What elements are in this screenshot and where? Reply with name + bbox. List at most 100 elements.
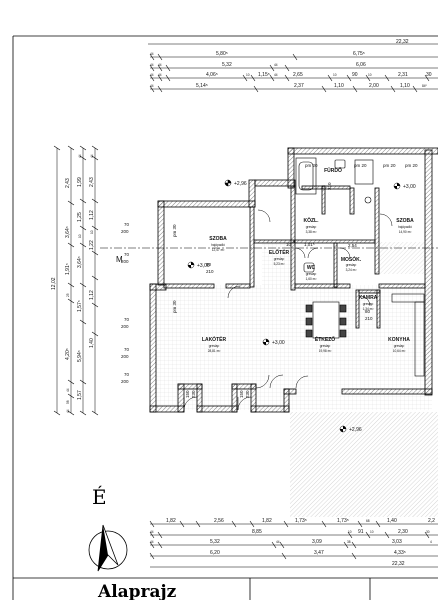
north-arrow: É <box>88 485 128 572</box>
fixtures <box>295 157 425 377</box>
shower-tray <box>354 159 374 185</box>
svg-text:MOSÓK.: MOSÓK. <box>341 255 362 263</box>
title-block: Alaprajz <box>13 577 438 600</box>
door-dimension-labels: 90 210 pm 30 pm 30 pm 20 pm 20 pm 20 pm … <box>172 163 418 398</box>
svg-text:greslap: greslap <box>320 344 331 348</box>
svg-text:30: 30 <box>426 530 430 534</box>
svg-text:230: 230 <box>191 390 196 398</box>
level-marker-szoba: +3,00 <box>393 182 416 190</box>
svg-text:44: 44 <box>90 154 94 158</box>
svg-text:pm 20: pm 20 <box>405 163 418 168</box>
svg-text:10: 10 <box>370 530 374 534</box>
svg-text:hajópadló: hajópadló <box>211 243 225 247</box>
svg-text:2,65: 2,65 <box>293 72 303 78</box>
svg-text:2,30: 2,30 <box>398 529 408 535</box>
room-szoba-west: SZOBA hajópadló 12,47 m² <box>209 236 227 252</box>
svg-text:2,00: 2,00 <box>369 83 379 89</box>
svg-text:1,12: 1,12 <box>89 290 95 300</box>
stair-zone <box>379 242 425 274</box>
svg-text:210: 210 <box>365 316 373 321</box>
svg-text:pm 20: pm 20 <box>383 163 396 168</box>
svg-text:2,43: 2,43 <box>89 177 95 187</box>
svg-text:pm 20: pm 20 <box>305 163 318 168</box>
svg-text:greslap: greslap <box>274 257 285 261</box>
room-wc: WC greslap 1,60 m² <box>306 265 317 281</box>
svg-text:70: 70 <box>124 347 130 352</box>
walls <box>149 147 438 413</box>
room-kozl: KÖZL. greslap 3,38 m² <box>304 217 320 234</box>
svg-text:84⁵: 84⁵ <box>422 84 428 88</box>
svg-text:+3,00: +3,00 <box>403 184 416 190</box>
svg-text:10: 10 <box>78 234 82 238</box>
svg-text:10: 10 <box>348 530 352 534</box>
svg-text:68: 68 <box>366 519 370 523</box>
svg-text:150: 150 <box>185 390 190 398</box>
svg-text:30: 30 <box>426 72 432 78</box>
svg-text:pm 30: pm 30 <box>172 224 177 237</box>
svg-text:hajópadló: hajópadló <box>398 225 412 229</box>
room-szoba-east: SZOBA hajópadló 14,90 m² <box>396 218 414 234</box>
svg-text:greslap: greslap <box>209 344 220 348</box>
kitchen-counter <box>391 293 425 303</box>
svg-text:90: 90 <box>206 262 212 267</box>
drawing-title: Alaprajz <box>97 582 177 600</box>
svg-text:1,57: 1,57 <box>77 390 83 400</box>
svg-text:5,94⁵: 5,94⁵ <box>77 350 83 362</box>
svg-text:2,2: 2,2 <box>428 518 435 524</box>
svg-text:22,32: 22,32 <box>396 39 409 45</box>
svg-text:ÉTKEZŐ: ÉTKEZŐ <box>315 335 335 343</box>
svg-text:70: 70 <box>124 317 130 322</box>
svg-text:22,32: 22,32 <box>392 561 405 567</box>
svg-text:200: 200 <box>121 354 129 359</box>
svg-text:70: 70 <box>124 372 130 377</box>
svg-text:12,47 m²: 12,47 m² <box>212 248 225 252</box>
svg-text:1,10: 1,10 <box>334 83 344 89</box>
svg-text:1,82: 1,82 <box>166 518 176 524</box>
svg-text:SZOBA: SZOBA <box>396 218 414 224</box>
level-marker-west: +3,00 <box>187 261 210 269</box>
left-dimension-text: 12,02 2,43 3,64⁵ 1,91⁵ 25 4,20⁵ 44 58 44… <box>51 154 95 413</box>
svg-text:1,99: 1,99 <box>77 177 83 187</box>
svg-text:3,64⁵: 3,64⁵ <box>65 226 71 238</box>
svg-text:1,60 m²: 1,60 m² <box>306 277 317 281</box>
svg-text:KAMRA: KAMRA <box>359 295 378 301</box>
svg-text:+2,96: +2,96 <box>234 181 247 187</box>
svg-text:44: 44 <box>150 52 154 56</box>
svg-text:1,25: 1,25 <box>77 212 83 222</box>
svg-text:70: 70 <box>124 222 130 227</box>
svg-text:44: 44 <box>78 154 82 158</box>
svg-text:2,56: 2,56 <box>214 518 224 524</box>
svg-text:FÜRDŐ: FÜRDŐ <box>324 167 342 174</box>
svg-text:200: 200 <box>121 379 129 384</box>
room-furdo: FÜRDŐ <box>324 167 342 174</box>
left-window-labels: 70 200 70 200 70 200 70 200 70 200 <box>121 222 130 384</box>
svg-text:90: 90 <box>352 72 358 78</box>
svg-text:greslap: greslap <box>363 302 374 306</box>
svg-text:70: 70 <box>124 252 130 257</box>
svg-text:6,20: 6,20 <box>210 550 220 556</box>
svg-text:44: 44 <box>66 388 70 392</box>
svg-text:1,57⁵: 1,57⁵ <box>77 300 83 312</box>
svg-text:3,64⁵: 3,64⁵ <box>77 256 83 268</box>
svg-text:44: 44 <box>150 540 154 544</box>
terrace <box>290 412 438 517</box>
svg-text:greslap: greslap <box>394 344 405 348</box>
svg-text:+3,00: +3,00 <box>272 340 285 346</box>
svg-text:12,02: 12,02 <box>51 277 57 290</box>
svg-text:44: 44 <box>274 73 278 77</box>
svg-text:10: 10 <box>246 73 250 77</box>
svg-text:greslap: greslap <box>306 225 317 229</box>
kitchen-counter-side <box>414 301 425 377</box>
room-lakoter: LAKÓTÉR greslap 28,81 m² <box>202 335 227 353</box>
svg-text:8,85: 8,85 <box>252 529 262 535</box>
svg-text:44: 44 <box>66 409 70 413</box>
room-kamra: KAMRA greslap 1,34 m² <box>359 295 378 311</box>
left-dimension-chains <box>53 145 99 416</box>
svg-text:+3,00: +3,00 <box>197 263 210 269</box>
svg-text:10,64 m²: 10,64 m² <box>393 349 406 353</box>
svg-text:150: 150 <box>239 390 244 398</box>
svg-text:2,43: 2,43 <box>65 178 71 188</box>
svg-text:É: É <box>92 485 107 509</box>
bottom-dimension-chains <box>149 520 438 568</box>
